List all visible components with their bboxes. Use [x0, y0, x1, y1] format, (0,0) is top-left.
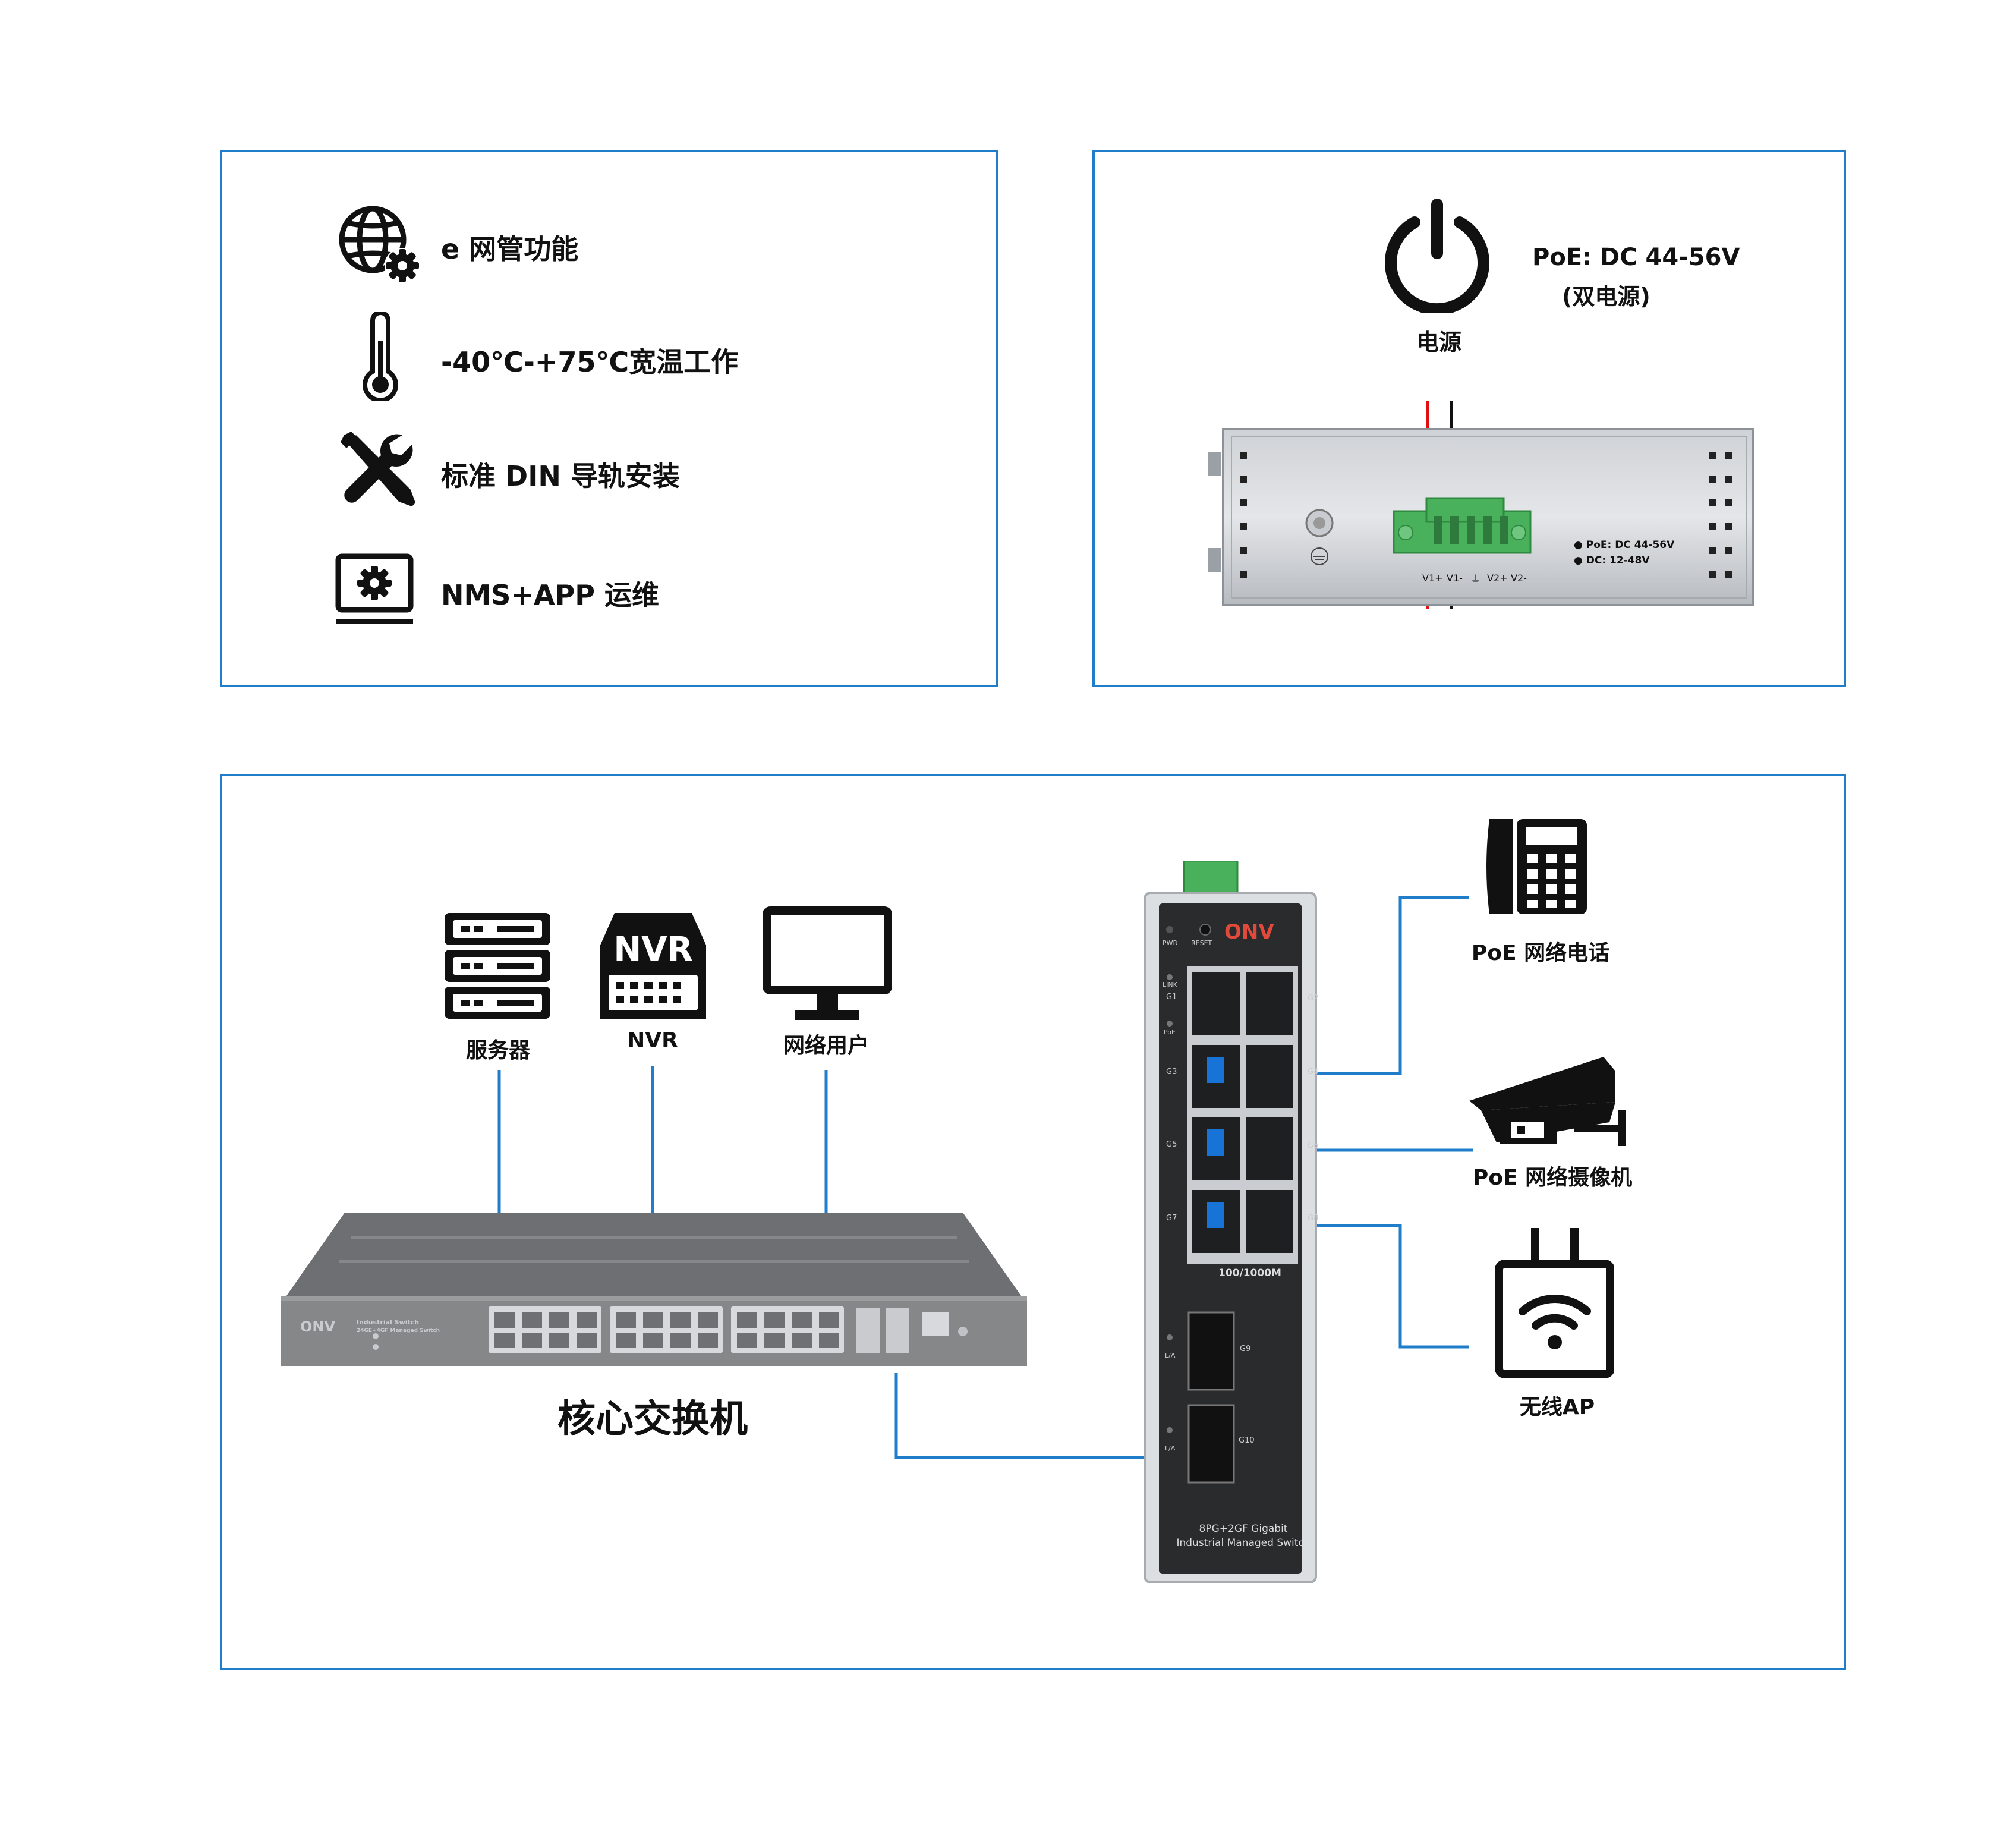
- nvr-icon-text: NVR: [613, 930, 692, 969]
- thermometer-icon: [363, 312, 398, 401]
- din-la-label-2: L/A: [1165, 1444, 1176, 1452]
- terminal-label-v2p: V2+: [1487, 572, 1508, 584]
- terminal-label-v2m: V2-: [1511, 572, 1527, 584]
- din-model-line2: Industrial Managed Switch: [1176, 1537, 1311, 1549]
- feature-4-text: NMS+APP 运维: [441, 579, 659, 611]
- core-switch-model-2: 24GE+4GF Managed Switch: [357, 1328, 440, 1334]
- power-panel: [1092, 150, 1846, 687]
- power-spec-line2: (双电源): [1562, 284, 1650, 310]
- core-switch-label: 核心交换机: [557, 1397, 748, 1441]
- feature-2-text: -40℃-+75℃宽温工作: [441, 346, 739, 378]
- din-poe-label: PoE: [1164, 1028, 1176, 1036]
- side-spec-poe: ● PoE: DC 44-56V: [1574, 539, 1675, 551]
- din-port-g5: G5: [1166, 1140, 1177, 1149]
- wifi-ap-icon: [1495, 1228, 1614, 1378]
- din-port-g8: G8: [1308, 1214, 1319, 1223]
- feature-1-text: e 网管功能: [441, 233, 579, 265]
- cctv-camera-icon: [1469, 1057, 1626, 1146]
- topology-panel: [220, 774, 1846, 1670]
- globe-gear-icon: [339, 206, 420, 284]
- din-model-line1: 8PG+2GF Gigabit: [1199, 1523, 1288, 1535]
- features-panel: [220, 150, 998, 687]
- din-brand: ONV: [1224, 920, 1274, 944]
- monitor-icon: [763, 906, 892, 1020]
- din-sfp-g10: G10: [1239, 1436, 1255, 1445]
- din-port-g1: G1: [1166, 993, 1177, 1002]
- core-switch-image: [281, 1213, 1027, 1366]
- monitor-gear-icon: [335, 553, 414, 624]
- switch-side-body: [1208, 428, 1754, 606]
- terminal-label-gnd: ⏚: [1470, 574, 1481, 586]
- nvr-icon: NVR: [600, 913, 706, 1019]
- network-user-label: 网络用户: [783, 1034, 870, 1058]
- power-icon: [1385, 199, 1489, 313]
- ip-phone-label: PoE 网络电话: [1471, 941, 1610, 965]
- wireless-ap-label: 无线AP: [1519, 1395, 1595, 1419]
- power-label: 电源: [1416, 329, 1462, 355]
- ip-camera-label: PoE 网络摄像机: [1472, 1166, 1633, 1190]
- din-port-g3: G3: [1166, 1068, 1177, 1076]
- side-spec-dc: ● DC: 12-48V: [1574, 555, 1650, 566]
- din-link-label: LINK: [1163, 981, 1177, 988]
- din-sfp-g9: G9: [1240, 1345, 1251, 1353]
- power-spec-line1: PoE: DC 44-56V: [1532, 244, 1740, 271]
- din-reset-label: RESET: [1191, 939, 1212, 947]
- din-pwr-label: PWR: [1163, 939, 1178, 947]
- core-switch-model-1: Industrial Switch: [357, 1318, 420, 1326]
- din-port-g7: G7: [1166, 1214, 1177, 1223]
- desk-phone-icon: [1486, 819, 1587, 914]
- server-icon: [445, 913, 550, 1019]
- feature-3-text: 标准 DIN 导轨安装: [441, 460, 680, 492]
- terminal-label-v1m: V1-: [1447, 572, 1463, 584]
- din-port-g6: G6: [1308, 1141, 1319, 1150]
- din-speed-label: 100/1000M: [1218, 1267, 1281, 1279]
- core-switch-brand: ONV: [300, 1318, 336, 1335]
- terminal-label-v1p: V1+: [1422, 572, 1443, 584]
- tools-icon: [341, 432, 415, 506]
- din-port-g2: G2: [1308, 994, 1319, 1003]
- din-switch-image: [1144, 861, 1317, 1583]
- din-port-g4: G4: [1308, 1068, 1319, 1076]
- server-label: 服务器: [465, 1038, 531, 1063]
- din-la-label-1: L/A: [1165, 1352, 1176, 1359]
- nvr-label: NVR: [627, 1028, 678, 1053]
